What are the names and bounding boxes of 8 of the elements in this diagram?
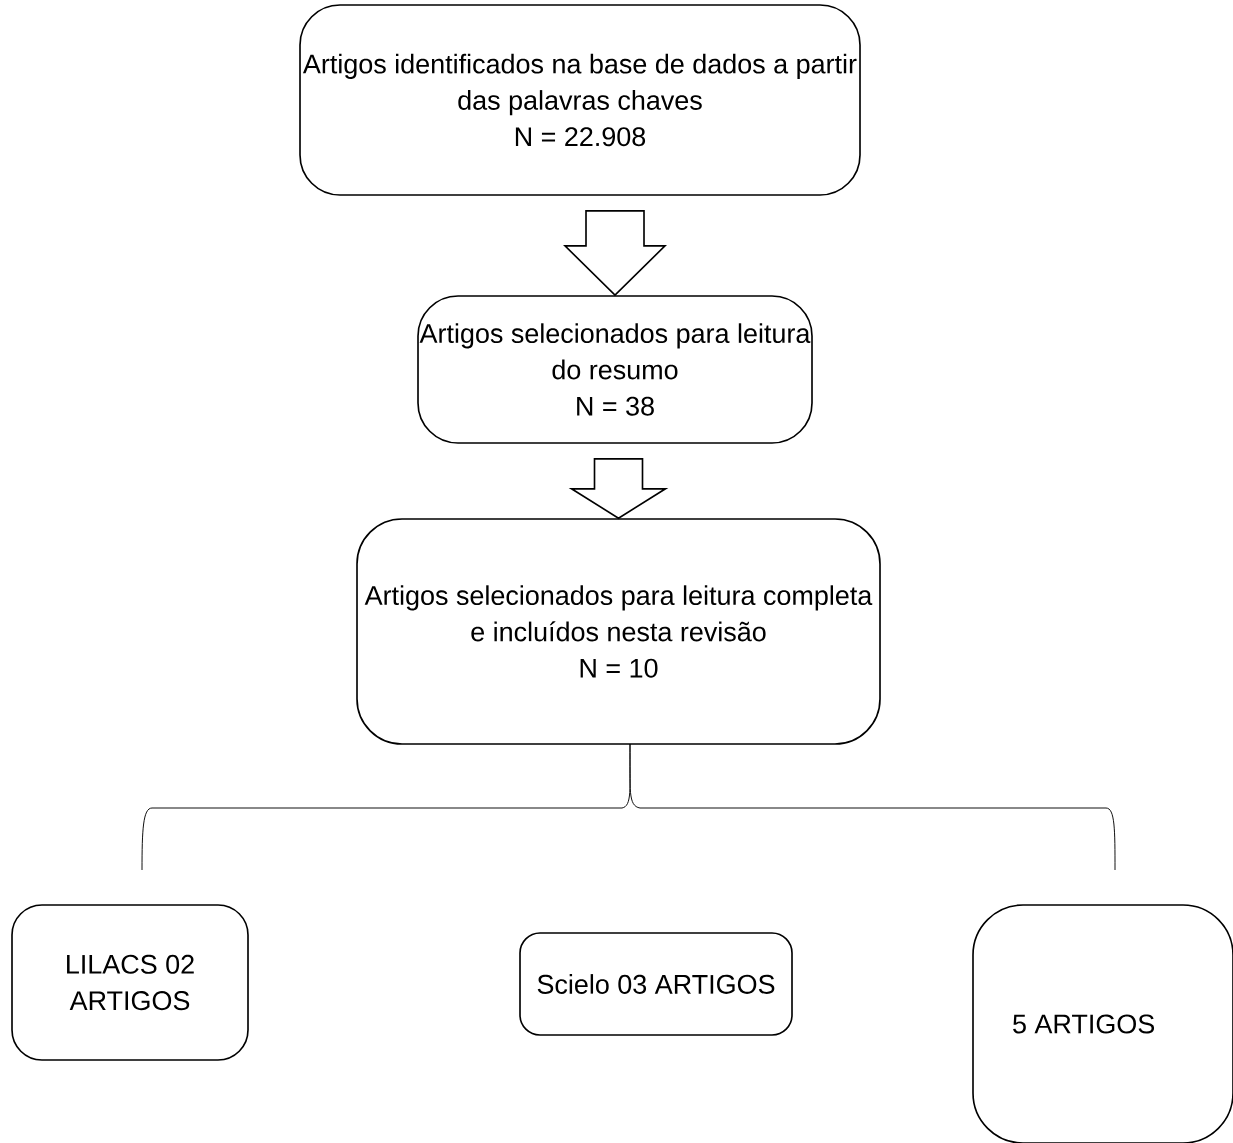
process-box: Artigos selecionados para leitura do resumo N = 38 [417, 295, 813, 444]
process-box: LILACS 02 ARTIGOS [11, 904, 249, 1061]
process-box: Artigos identificados na base de dados a partir das palavras chaves N = 22.908 [299, 4, 861, 196]
process-box: Artigos selecionados para leitura completa e incluídos nesta revisão N = 10 [356, 518, 881, 745]
process-box: 5 ARTIGOS [972, 904, 1233, 1143]
block-arrow [563, 210, 667, 297]
block-arrow [568, 458, 669, 520]
process-box: Scielo 03 ARTIGOS [519, 932, 793, 1036]
